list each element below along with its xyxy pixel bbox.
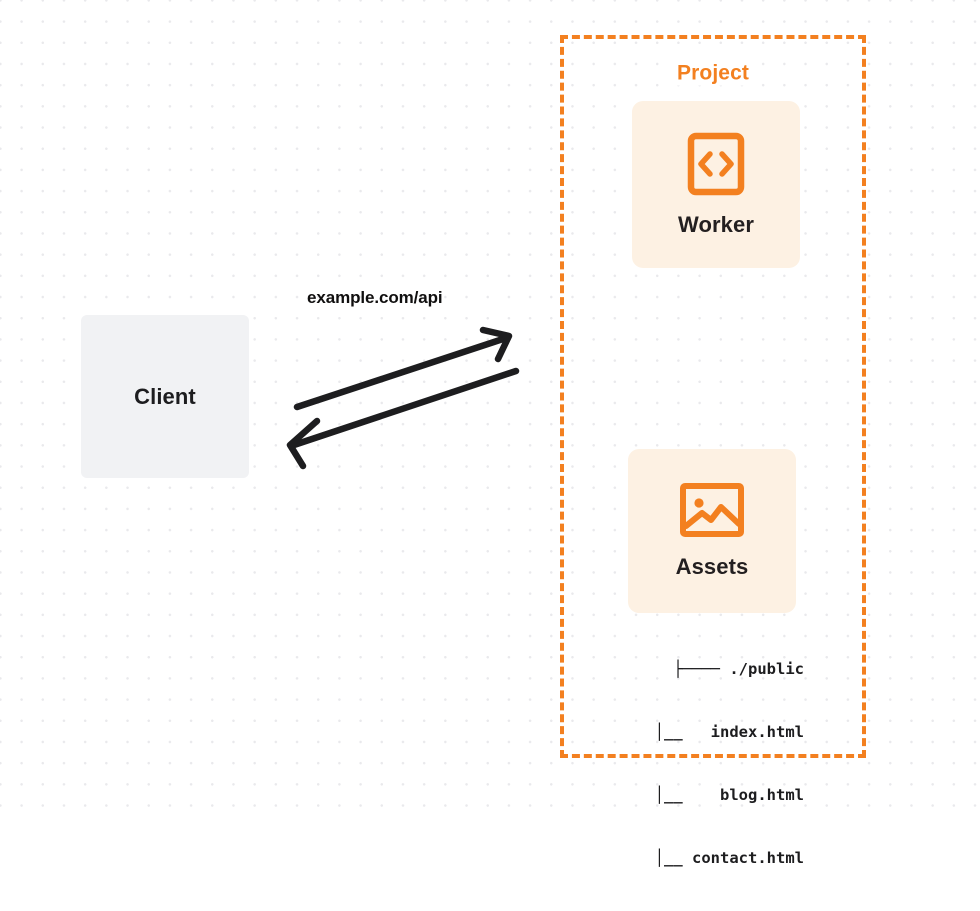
image-picture-icon bbox=[680, 483, 744, 537]
request-arrow bbox=[293, 326, 513, 411]
file-tree-row: ├──── ./public bbox=[673, 660, 804, 678]
file-tree-row: │__ blog.html bbox=[608, 786, 804, 804]
assets-card-label: Assets bbox=[675, 554, 749, 579]
asset-file-tree: ├──── ./public │__ index.html │__ blog.h… bbox=[604, 617, 804, 911]
diagram-canvas: Client example.com/api Project Worker bbox=[0, 0, 980, 867]
worker-card-label: Worker bbox=[678, 211, 754, 237]
response-arrow bbox=[286, 367, 520, 470]
file-tree-row: │__ index.html bbox=[608, 723, 804, 741]
project-title: Project bbox=[670, 61, 756, 86]
client-node: Client bbox=[81, 315, 249, 478]
project-container: Project bbox=[560, 35, 866, 758]
client-label: Client bbox=[134, 383, 196, 409]
file-tree-row: │__ contact.html bbox=[608, 849, 804, 867]
assets-card: Assets bbox=[628, 449, 796, 613]
worker-card: Worker bbox=[632, 101, 800, 268]
request-url-label: example.com/api bbox=[307, 288, 443, 307]
code-brackets-icon bbox=[687, 132, 745, 195]
